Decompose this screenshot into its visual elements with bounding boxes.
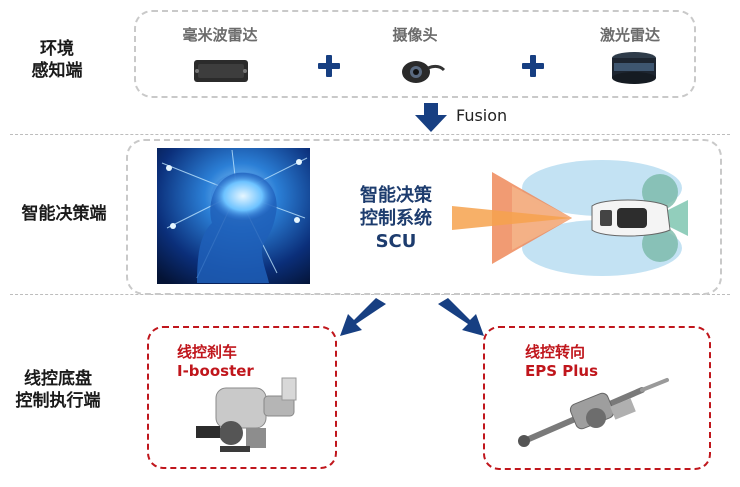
plus-icon-1 [318, 55, 340, 77]
scu-title-line-2: 控制系统 [360, 208, 432, 229]
fusion-arrow-icon [414, 103, 448, 133]
perception-label: 环境 感知端 [22, 38, 92, 82]
brake-title-cn: 线控刹车 [177, 343, 238, 361]
execution-label-line-2: 控制执行端 [15, 391, 101, 411]
scu-title-line-3: SCU [375, 231, 417, 252]
brake-booster-image [186, 368, 306, 456]
brake-title-en: I-booster [177, 362, 254, 380]
steering-title-cn: 线控转向 [525, 343, 586, 361]
fusion-label: Fusion [456, 106, 508, 125]
plus-icon-2 [522, 55, 544, 77]
steering-actuator-box [483, 326, 711, 470]
scu-title: 智能决策 控制系统 SCU [326, 184, 466, 253]
arrow-to-steering-icon [436, 298, 488, 338]
decision-group-box [126, 139, 722, 295]
arrow-to-brake-icon [336, 298, 388, 338]
perception-label-line-1: 环境 [40, 39, 74, 59]
lidar-icon [606, 50, 662, 86]
sensor-label-lidar: 激光雷达 [599, 26, 660, 44]
eps-steering-image [512, 372, 672, 448]
execution-label-line-1: 线控底盘 [24, 369, 92, 389]
scu-title-line-1: 智能决策 [360, 185, 432, 206]
sensor-label-radar: 毫米波雷达 [182, 26, 258, 44]
decision-label: 智能决策端 [21, 204, 107, 224]
brake-actuator-box [147, 326, 337, 469]
steering-title-en: EPS Plus [525, 362, 599, 380]
brain-image [157, 148, 310, 284]
brake-title: 线控刹车 I-booster [177, 343, 254, 381]
sensor-group-box [134, 10, 696, 98]
execution-label: 线控底盘 控制执行端 [8, 368, 108, 412]
camera-icon [398, 54, 446, 86]
perception-label-line-2: 感知端 [31, 61, 83, 81]
radar-module-icon [192, 56, 250, 86]
steering-title: 线控转向 EPS Plus [525, 343, 598, 381]
car-sensor-coverage-image [452, 150, 698, 286]
sensor-label-camera: 摄像头 [392, 26, 438, 44]
row-separator-top [10, 134, 730, 135]
